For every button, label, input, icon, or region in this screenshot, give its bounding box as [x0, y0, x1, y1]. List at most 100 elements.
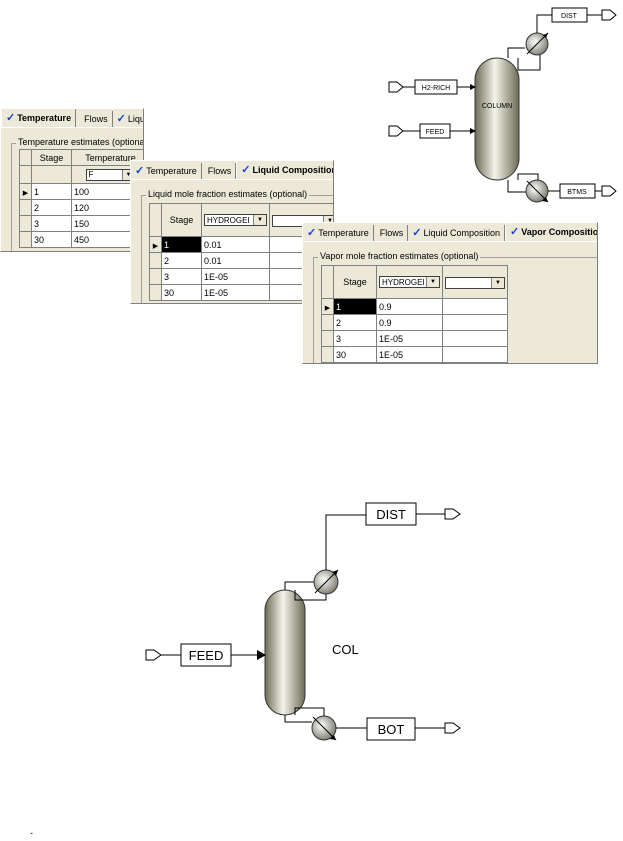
table-row: ▶ 1 0.01	[149, 236, 333, 253]
feed-arrow-icon	[145, 649, 162, 661]
table-row: 2 0.9	[321, 314, 508, 331]
h2rich-label: H2-RICH	[422, 85, 450, 92]
tab-flows[interactable]: Flows	[202, 163, 237, 179]
tab-strip: ✓ Temperature Flows ✓ Liquid Composition…	[303, 223, 597, 241]
feed-arrow-icon	[388, 81, 404, 93]
liquid-composition-panel: ✓ Temperature Flows ✓ Liquid Composition…	[130, 160, 334, 304]
group-title: Temperature estimates (optional)	[16, 137, 143, 147]
checkmark-icon: ✓	[6, 112, 16, 124]
stage-cell[interactable]: 2	[161, 252, 202, 269]
column-vessel[interactable]: COLUMN	[474, 57, 520, 181]
value-cell[interactable]: 1E-05	[376, 346, 443, 363]
chevron-down-icon[interactable]: ▼	[491, 278, 504, 288]
stage-cell[interactable]: 3	[161, 268, 202, 285]
stage-cell[interactable]: 2	[31, 199, 72, 216]
empty-cell[interactable]	[442, 314, 508, 331]
current-row-indicator-icon: ▶	[149, 236, 162, 253]
chevron-down-icon[interactable]: ▼	[426, 277, 439, 287]
chevron-down-icon[interactable]: ▼	[121, 169, 135, 180]
value-cell[interactable]: 450	[71, 231, 143, 248]
col-label: COL	[332, 642, 359, 657]
tab-liquid-composition[interactable]: ✓ Liquid Composition	[408, 225, 506, 241]
flowsheet-bottom: COL DIST FEED BOT	[145, 502, 461, 741]
reboiler-icon[interactable]	[311, 715, 337, 741]
value-cell[interactable]: 0.01	[201, 252, 270, 269]
temperature-grid: Stage Temperature F ▼ ▶ 1 100 2 120 3	[19, 149, 143, 248]
stage-cell[interactable]: 1	[333, 298, 377, 315]
stage-cell[interactable]: 1	[31, 183, 72, 200]
stage-cell[interactable]: 30	[161, 284, 202, 301]
stage-header: Stage	[31, 149, 72, 166]
stage-cell[interactable]: 3	[31, 215, 72, 232]
component-select-empty[interactable]: ▼	[445, 277, 505, 289]
checkmark-icon: ✓	[116, 113, 126, 125]
reboiler-icon[interactable]	[525, 179, 549, 203]
column-label: COLUMN	[482, 103, 512, 110]
temperature-header: Temperature	[71, 149, 143, 166]
dist-label: DIST	[561, 13, 578, 20]
component-select[interactable]: HYDROGEI ▼	[379, 276, 440, 288]
stage-cell[interactable]: 1	[161, 236, 202, 253]
current-row-indicator-icon: ▶	[19, 183, 32, 200]
checkmark-icon: ✓	[241, 164, 251, 176]
empty-cell[interactable]	[442, 346, 508, 363]
table-row: 30 1E-05	[149, 284, 333, 301]
temperature-panel: ✓ Temperature Flows ✓ Liqui Temperature …	[0, 108, 144, 252]
estimates-group: Vapor mole fraction estimates (optional)	[313, 251, 597, 363]
tab-vapor-composition[interactable]: ✓ Vapor Composition	[505, 223, 597, 241]
checkmark-icon: ✓	[510, 226, 520, 238]
chevron-down-icon[interactable]: ▼	[253, 215, 266, 225]
stage-cell[interactable]: 30	[333, 346, 377, 363]
empty-cell[interactable]	[442, 330, 508, 347]
table-row: 3 150	[19, 215, 143, 232]
stage-cell[interactable]: 2	[333, 314, 377, 331]
group-title: Liquid mole fraction estimates (optional…	[146, 189, 310, 199]
current-row-indicator-icon: ▶	[321, 298, 334, 315]
product-arrow-icon	[601, 9, 617, 21]
feed-label: FEED	[426, 129, 445, 136]
tab-flows[interactable]: Flows	[374, 225, 409, 241]
product-arrow-icon	[444, 722, 461, 734]
tab-flows[interactable]: Flows	[76, 111, 113, 127]
stage-cell[interactable]: 3	[333, 330, 377, 347]
tab-strip: ✓ Temperature Flows ✓ Liquid Composition	[131, 161, 333, 179]
estimates-group: Temperature estimates (optional)	[11, 137, 143, 251]
value-cell[interactable]: 0.9	[376, 298, 443, 315]
value-cell[interactable]: 1E-05	[201, 284, 270, 301]
tab-liquid-composition[interactable]: ✓ Liquid Composition	[236, 161, 333, 179]
condenser-icon[interactable]	[313, 569, 339, 595]
value-cell[interactable]: 0.01	[201, 236, 270, 253]
bot-block[interactable]	[366, 717, 416, 741]
footer-mark: -	[30, 828, 33, 838]
liquid-composition-grid: Stage HYDROGEI ▼ ▼ ▶ 1 0.01 2 0	[149, 203, 333, 301]
bot-label: BOT	[378, 722, 405, 737]
tab-temperature[interactable]: ✓ Temperature	[131, 163, 202, 179]
table-row: ▶ 1 100	[19, 183, 143, 200]
stage-header: Stage	[333, 265, 377, 299]
column-vessel[interactable]	[264, 589, 306, 716]
value-cell[interactable]: 1E-05	[201, 268, 270, 285]
checkmark-icon: ✓	[307, 227, 317, 239]
chevron-down-icon[interactable]: ▼	[323, 216, 333, 226]
tab-liquid-composition[interactable]: ✓ Liqui	[113, 111, 143, 127]
table-row: 30 450	[19, 231, 143, 248]
table-row: 3 1E-05	[321, 330, 508, 347]
estimates-group: Liquid mole fraction estimates (optional…	[141, 189, 333, 303]
vapor-composition-grid: Stage HYDROGEI ▼ ▼ ▶ 1 0.9 2 0.	[321, 265, 508, 363]
value-cell[interactable]: 0.9	[376, 314, 443, 331]
unit-select[interactable]: F ▼	[85, 168, 136, 181]
tab-temperature[interactable]: ✓ Temperature	[303, 225, 374, 241]
condenser-icon[interactable]	[525, 32, 549, 56]
value-cell[interactable]: 1E-05	[376, 330, 443, 347]
tab-temperature[interactable]: ✓ Temperature	[1, 109, 77, 127]
feed-label: FEED	[189, 648, 224, 663]
empty-cell[interactable]	[442, 298, 508, 315]
flowsheet-top: COLUMN DIST H2-RICH FEED BTMS	[388, 7, 617, 203]
table-row: ▶ 1 0.9	[321, 298, 508, 315]
component-select[interactable]: HYDROGEI ▼	[204, 214, 267, 226]
btms-label: BTMS	[567, 189, 587, 196]
checkmark-icon: ✓	[135, 165, 145, 177]
vapor-composition-panel: ✓ Temperature Flows ✓ Liquid Composition…	[302, 222, 598, 364]
checkmark-icon: ✓	[412, 227, 422, 239]
stage-cell[interactable]: 30	[31, 231, 72, 248]
